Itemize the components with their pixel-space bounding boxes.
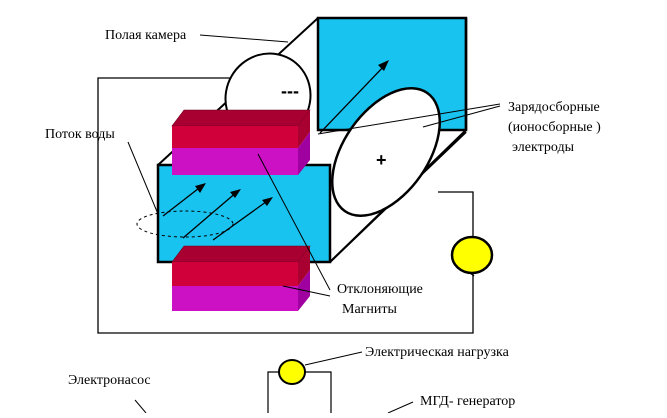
- positive-sign: +: [376, 150, 387, 170]
- leader-electrode-back: [317, 103, 501, 135]
- load-lamp-icon: [450, 235, 494, 275]
- upper-magnet-top: [171, 109, 311, 127]
- upper-magnet-magenta: [172, 148, 298, 175]
- small-load-lamp-icon: [278, 359, 306, 385]
- flow-arrow-2: [182, 190, 239, 239]
- flow-arrow-3: [212, 198, 271, 241]
- leader-magnet-lower: [282, 285, 331, 297]
- label-electric-load: Электрическая нагрузка: [365, 345, 510, 360]
- flow-arrow-3-head: [262, 197, 273, 206]
- flow-arrow-inner: [319, 63, 387, 134]
- leader-hollow-chamber: [199, 34, 289, 43]
- leader-mhd-generator: [387, 401, 414, 414]
- label-collector-electrodes-2: (ионосборные ): [508, 120, 601, 135]
- leader-electric-load: [304, 351, 363, 366]
- lower-magnet-red: [172, 262, 298, 286]
- leader-magnet-upper: [257, 153, 331, 291]
- label-mhd-generator: МГД- генератор: [420, 394, 515, 409]
- label-deflecting-magnets-1: Отклоняющие: [337, 282, 423, 297]
- flow-arrow-2-head: [230, 189, 241, 198]
- small-circuit-wire: [267, 371, 282, 413]
- flow-arrow-1-head: [195, 183, 206, 193]
- label-collector-electrodes-3: электроды: [512, 140, 575, 155]
- leader-electrode-front: [422, 105, 501, 128]
- lower-magnet-top: [171, 245, 311, 263]
- flow-arrow-1: [162, 184, 204, 217]
- small-circuit-wire-right: [304, 371, 332, 413]
- lower-magnet-magenta: [172, 286, 298, 311]
- leader-electro-pump: [134, 399, 147, 414]
- label-collector-electrodes-1: Зарядосборные: [508, 100, 600, 115]
- circuit-wire-left: [97, 77, 474, 334]
- flow-arrow-inner-head: [378, 60, 389, 71]
- leader-water-flow: [127, 141, 159, 215]
- label-hollow-chamber: Полая камера: [105, 28, 187, 43]
- upper-magnet-side-red: [298, 110, 310, 148]
- label-electro-pump: Электронасос: [68, 373, 151, 388]
- positive-electrode: [330, 87, 442, 217]
- upper-magnet-red: [172, 126, 298, 148]
- negative-sign: ---: [281, 81, 299, 101]
- lower-magnet-side-red: [298, 246, 310, 286]
- flow-ring: [136, 210, 234, 238]
- label-deflecting-magnets-2: Магниты: [342, 302, 398, 317]
- upper-magnet-side-magenta: [298, 132, 310, 175]
- label-water-flow: Поток воды: [45, 127, 115, 142]
